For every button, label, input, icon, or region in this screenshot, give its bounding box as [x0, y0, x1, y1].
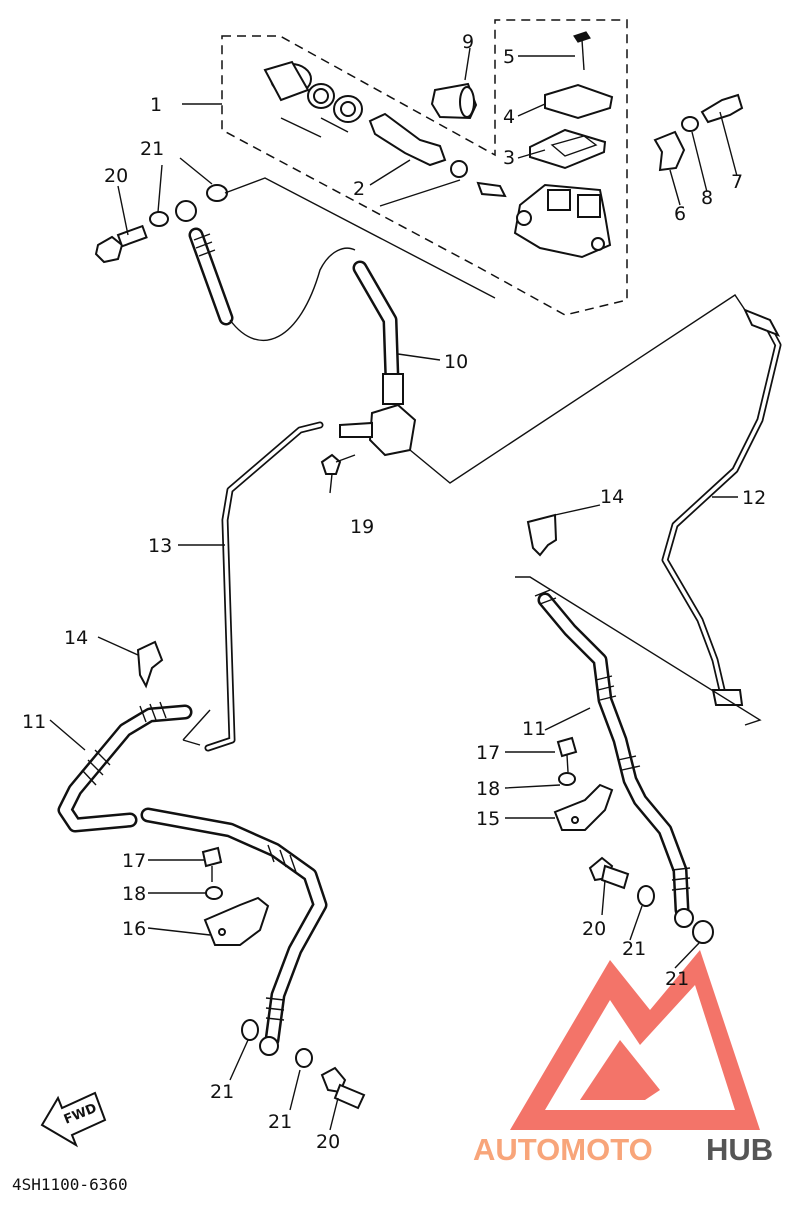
callout-20-right: 20 — [582, 918, 606, 940]
callout-21-bottom-a: 21 — [210, 1081, 234, 1103]
callout-1: 1 — [150, 94, 162, 116]
washer-icon — [637, 885, 655, 907]
washer-icon — [558, 772, 576, 786]
callout-15: 15 — [476, 808, 500, 830]
watermark-text-secondary: HUB — [706, 1132, 773, 1167]
callout-20-bottom: 20 — [316, 1131, 340, 1153]
forward-arrow-icon: FWD — [40, 1091, 107, 1148]
washer-icon — [241, 1019, 259, 1041]
callout-14-left: 14 — [64, 627, 88, 649]
leader-piston-line — [280, 117, 461, 207]
banjo-bolt-icon — [588, 856, 630, 890]
banjo-bolt-icon — [94, 224, 148, 264]
brake-hose-10 — [352, 260, 400, 388]
callout-3: 3 — [503, 147, 515, 169]
bracket-clamp-icon — [653, 130, 686, 172]
callout-17-left: 17 — [122, 850, 146, 872]
callout-21-bottom-b: 21 — [268, 1111, 292, 1133]
bolt-icon — [700, 93, 744, 124]
callout-19: 19 — [350, 516, 374, 538]
callout-21-right-b: 21 — [665, 968, 689, 990]
callout-21-right-a: 21 — [622, 938, 646, 960]
callout-13: 13 — [148, 535, 172, 557]
brake-hose-joint-icon — [339, 373, 417, 457]
callout-4: 4 — [503, 106, 515, 128]
washer-icon — [681, 116, 699, 132]
bolt-icon — [556, 736, 578, 773]
hose-clip-icon — [136, 640, 164, 689]
screw-icon — [573, 31, 591, 71]
callout-9: 9 — [462, 31, 474, 53]
callout-5: 5 — [503, 46, 515, 68]
diagram-code: 4SH1100-6360 — [12, 1175, 128, 1194]
reservoir-cap-icon — [529, 83, 614, 170]
brake-hose-right — [534, 589, 694, 928]
guide-line — [182, 177, 746, 746]
callout-21-top: 21 — [140, 138, 164, 160]
callout-18-left: 18 — [122, 883, 146, 905]
callout-7: 7 — [731, 171, 743, 193]
hose-end-icon — [175, 200, 234, 326]
callout-11-right: 11 — [522, 718, 546, 740]
hose-bracket-icon — [203, 896, 270, 946]
callout-11-left: 11 — [22, 711, 46, 733]
washer-icon — [295, 1048, 313, 1068]
callout-10: 10 — [444, 351, 468, 373]
callout-16: 16 — [122, 918, 146, 940]
leader-lines — [49, 47, 738, 1131]
washer-icon — [692, 920, 714, 944]
washer-icon — [206, 184, 228, 202]
banjo-bolt-icon — [320, 1066, 366, 1110]
brake-hose-thin — [229, 247, 356, 341]
washer-icon — [205, 886, 223, 900]
callout-6: 6 — [674, 203, 686, 225]
callout-14-right: 14 — [600, 486, 624, 508]
reservoir-boot-icon — [430, 82, 478, 120]
callout-8: 8 — [701, 187, 713, 209]
hose-bracket-icon — [553, 783, 614, 831]
hose-clip-icon — [526, 513, 558, 557]
brake-pipe-13 — [204, 421, 324, 752]
brake-hose-left — [57, 701, 328, 1056]
bolt-icon — [201, 846, 223, 882]
guide-line-right — [515, 576, 762, 726]
watermark-text-primary: AUTOMOTO — [473, 1132, 653, 1167]
master-cylinder-body-icon — [513, 183, 612, 259]
brake-pipe-12 — [661, 308, 782, 706]
callout-12: 12 — [742, 487, 766, 509]
watermark-logo-icon — [510, 950, 760, 1130]
callout-18-right: 18 — [476, 778, 500, 800]
union-bolt-icon — [320, 453, 356, 475]
callout-2: 2 — [353, 178, 365, 200]
callout-20-top: 20 — [104, 165, 128, 187]
kit-outline — [221, 19, 628, 316]
callout-17-right: 17 — [476, 742, 500, 764]
washer-icon — [149, 211, 169, 227]
piston-kit — [263, 60, 507, 198]
